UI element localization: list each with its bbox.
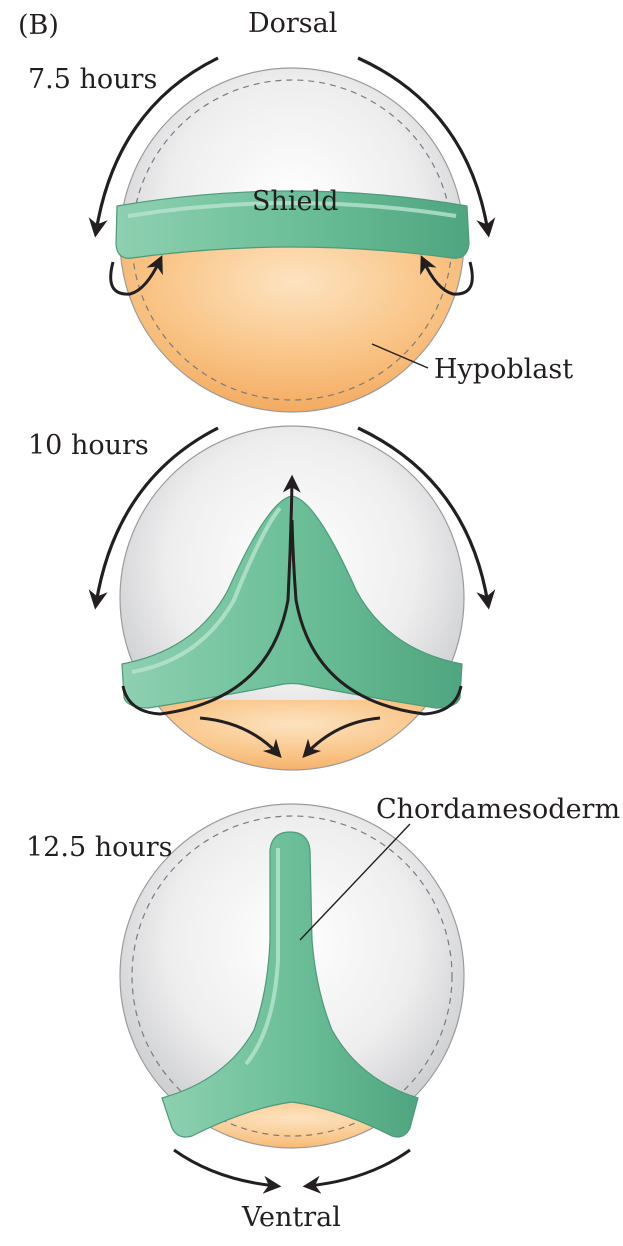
- chordamesoderm-label: Chordamesoderm: [376, 796, 620, 823]
- stage-2-time: 10 hours: [28, 432, 149, 459]
- dorsal-label: Dorsal: [248, 10, 337, 37]
- hypoblast-label: Hypoblast: [434, 356, 573, 383]
- stage-1-time: 7.5 hours: [28, 66, 157, 93]
- ventral-arrow-right-3: [308, 1150, 410, 1186]
- ventral-arrow-left-3: [174, 1150, 276, 1186]
- stage-3-time: 12.5 hours: [26, 834, 173, 861]
- panel-label: (B): [18, 12, 59, 39]
- shield-label: Shield: [252, 188, 338, 215]
- embryo-stage-2: [96, 426, 488, 780]
- embryo-stage-1: [96, 58, 488, 422]
- ventral-label: Ventral: [242, 1204, 341, 1231]
